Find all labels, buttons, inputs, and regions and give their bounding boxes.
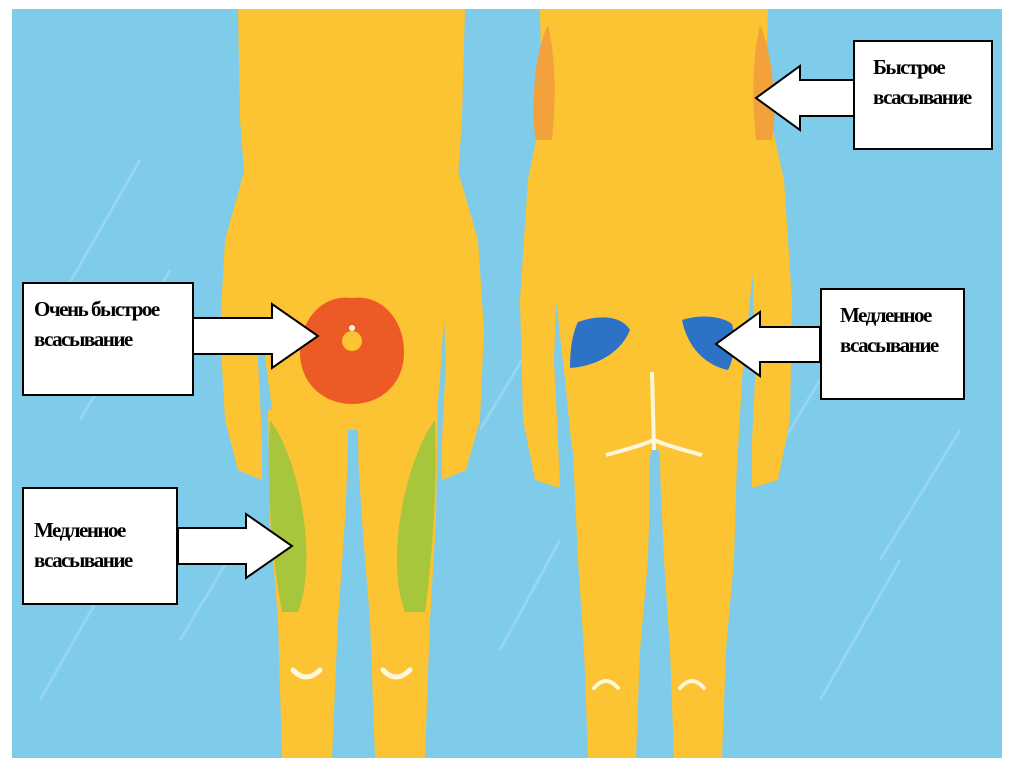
label-slow-absorption-back: Медленное всасывание (820, 288, 965, 400)
label-fast-line-2: всасывание (873, 82, 983, 112)
label-very-fast-line-2: всасывание (34, 324, 184, 354)
label-slow-absorption-front: Медленное всасывание (22, 487, 178, 605)
label-slow-back-line-2: всасывание (840, 330, 955, 360)
navel (342, 331, 362, 351)
label-slow-front-line-1: Медленное (34, 515, 168, 545)
label-slow-back-line-1: Медленное (840, 300, 955, 330)
label-slow-front-line-2: всасывание (34, 545, 168, 575)
label-fast-line-1: Быстрое (873, 52, 983, 82)
label-very-fast-absorption: Очень быстрое всасывание (22, 282, 194, 396)
label-very-fast-line-1: Очень быстрое (34, 294, 184, 324)
label-fast-absorption: Быстрое всасывание (853, 40, 993, 150)
